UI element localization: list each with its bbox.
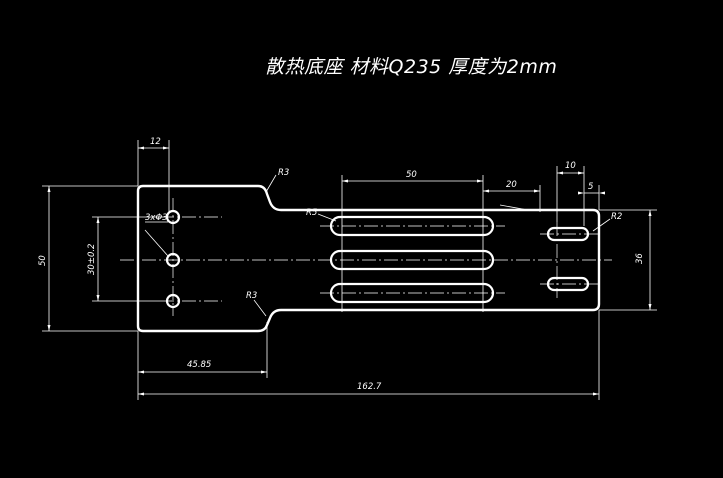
leader-r3-bottom — [253, 299, 267, 317]
dim-30-label: 30±0.2 — [87, 244, 97, 275]
dim-20-label: 20 — [506, 180, 517, 190]
dim-50-top-label: 50 — [406, 170, 417, 180]
part-outline — [136, 184, 601, 333]
arrow — [477, 179, 483, 183]
dim-36-label: 36 — [635, 253, 645, 264]
arrow — [47, 186, 51, 192]
dim-5-label: 5 — [588, 182, 593, 192]
arrow — [96, 217, 100, 223]
radius-r3-top-label: R3 — [278, 168, 289, 178]
radius-r5-label: R5 — [306, 208, 317, 218]
radius-r2-label: R2 — [611, 212, 622, 222]
arrow — [648, 210, 652, 216]
leader-r5 — [317, 213, 337, 222]
radius-r3-bottom-label: R3 — [246, 291, 257, 301]
leader-holes-diag — [144, 229, 169, 257]
arrow — [96, 295, 100, 301]
leader-r3-top — [265, 174, 277, 193]
arrow — [163, 146, 169, 150]
arrow — [138, 392, 144, 396]
arrow — [578, 191, 584, 195]
arrow — [138, 370, 144, 374]
arrow — [138, 146, 144, 150]
dim-12-label: 12 — [150, 137, 161, 147]
arrow — [648, 304, 652, 310]
arrow — [483, 189, 489, 193]
drawing-title: 散热底座 材料Q235 厚度为2mm — [265, 56, 557, 78]
dim-10-label: 10 — [565, 161, 576, 171]
dim-50-left-label: 50 — [38, 255, 48, 266]
arrow — [578, 171, 584, 175]
dim-45-85-label: 45.85 — [187, 360, 211, 370]
leader-20 — [499, 204, 529, 211]
arrow — [261, 370, 267, 374]
holes-label: 3xΦ3 — [145, 213, 168, 223]
leader-r2 — [592, 218, 611, 232]
arrow — [534, 189, 540, 193]
dim-162-7-label: 162.7 — [357, 382, 382, 392]
arrow — [593, 392, 599, 396]
arrow — [47, 325, 51, 331]
arrow — [557, 171, 563, 175]
arrow — [599, 191, 605, 195]
arrow — [342, 179, 348, 183]
